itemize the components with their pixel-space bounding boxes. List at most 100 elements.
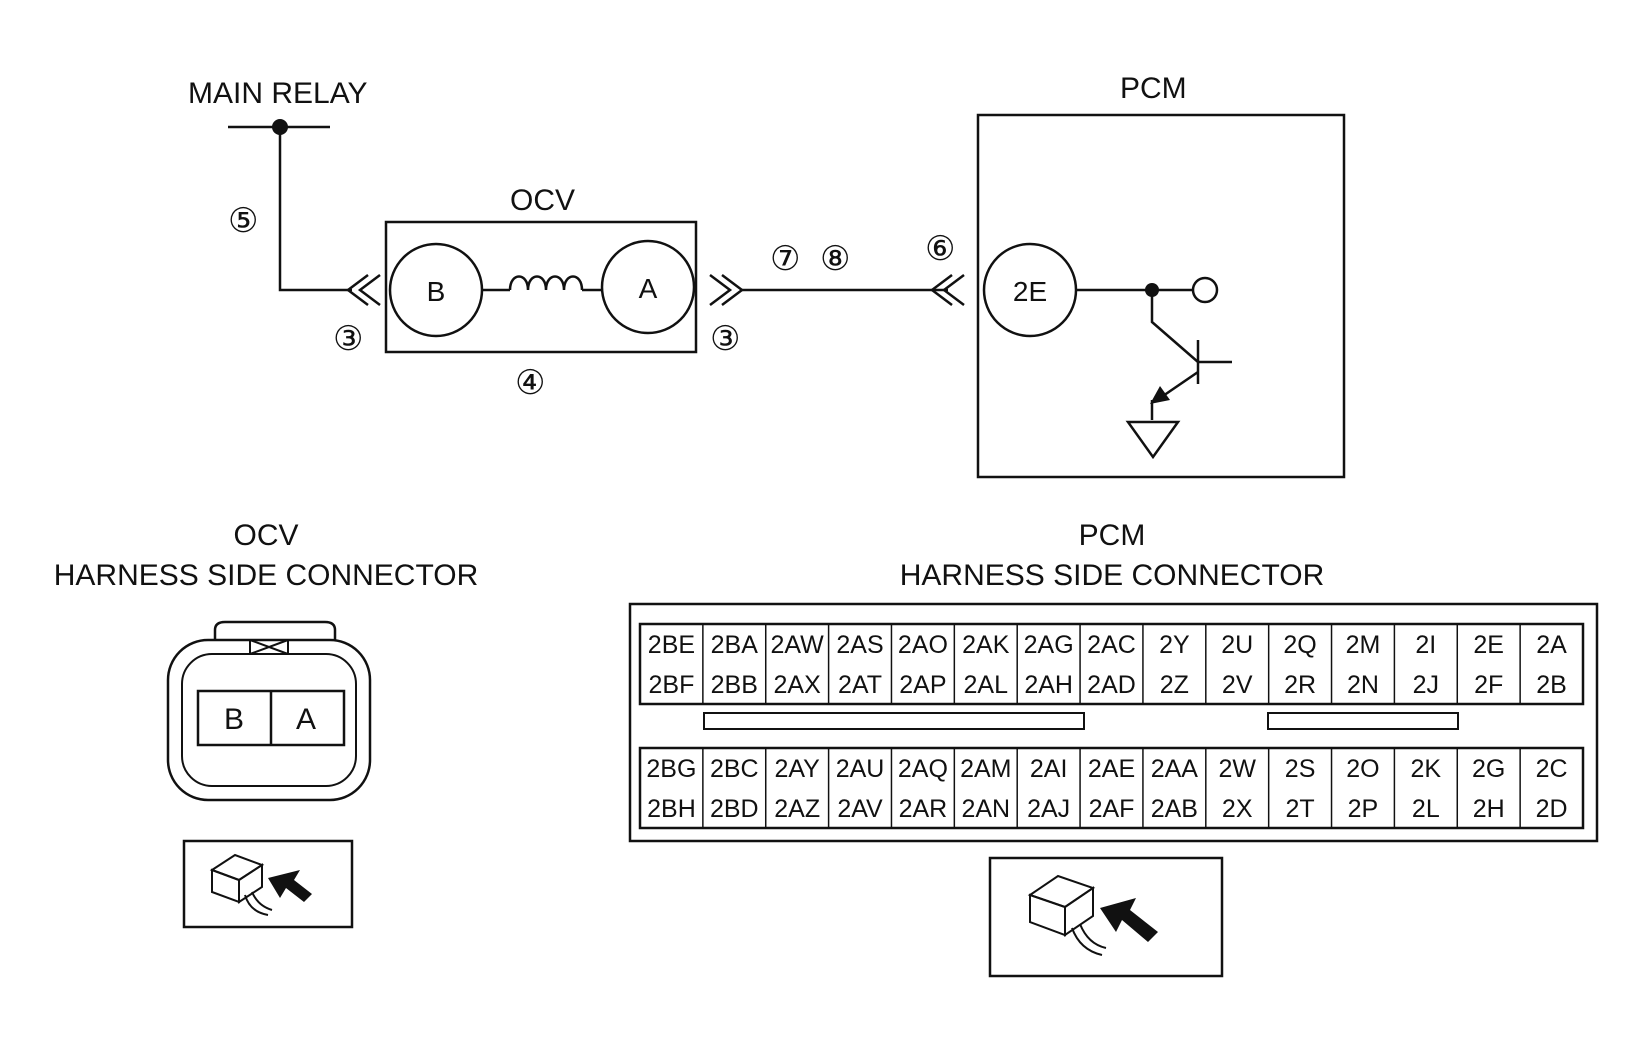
callout-3-left: ③ bbox=[333, 320, 363, 358]
callout-4: ④ bbox=[515, 364, 545, 402]
pcm-pin-2f: 2F bbox=[1474, 671, 1503, 699]
pcm-pin-2b: 2B bbox=[1536, 671, 1567, 699]
pcm-pin-2n: 2N bbox=[1347, 671, 1379, 699]
pcm-pin-2bd: 2BD bbox=[710, 795, 759, 823]
connector-chevron-right bbox=[709, 274, 745, 306]
pcm-pin-2d: 2D bbox=[1536, 795, 1568, 823]
pcm-pin-2q: 2Q bbox=[1283, 631, 1316, 659]
pcm-pin-2z: 2Z bbox=[1160, 671, 1189, 699]
connector-chevron-left bbox=[345, 274, 381, 306]
pcm-pin-2al: 2AL bbox=[964, 671, 1009, 699]
pcm-connector-key-slot-left bbox=[703, 712, 1085, 730]
callout-8: ⑧ bbox=[820, 240, 850, 278]
pcm-pin-2r: 2R bbox=[1284, 671, 1316, 699]
pcm-pin-2h: 2H bbox=[1473, 795, 1505, 823]
pcm-pin-2e: 2E bbox=[1473, 631, 1504, 659]
pcm-connector-key-slot-right bbox=[1267, 712, 1459, 730]
wire-main-relay-to-ocv bbox=[278, 127, 352, 292]
pcm-pin-2ah: 2AH bbox=[1024, 671, 1073, 699]
pcm-pin-2at: 2AT bbox=[838, 671, 882, 699]
pcm-pin-2am: 2AM bbox=[960, 755, 1011, 783]
callout-6: ⑥ bbox=[925, 230, 955, 268]
pcm-pin-2u: 2U bbox=[1221, 631, 1253, 659]
harness-view-direction-icon bbox=[988, 856, 1224, 978]
pcm-pin-2av: 2AV bbox=[837, 795, 883, 823]
pcm-label: PCM bbox=[1120, 72, 1187, 105]
callout-5: ⑤ bbox=[228, 202, 258, 240]
pcm-connector-lower-block bbox=[638, 746, 1585, 830]
harness-view-direction-icon bbox=[182, 839, 354, 929]
ocv-connector-title: OCV bbox=[233, 519, 298, 552]
pcm-pin-2ad: 2AD bbox=[1087, 671, 1136, 699]
pcm-pin-2be: 2BE bbox=[648, 631, 695, 659]
pcm-pin-2bh: 2BH bbox=[647, 795, 696, 823]
pcm-terminal bbox=[1191, 276, 1219, 304]
pcm-pin-2bc: 2BC bbox=[710, 755, 759, 783]
pcm-pin-2ar: 2AR bbox=[899, 795, 948, 823]
ocv-connector-face bbox=[166, 620, 372, 802]
pcm-connector-outline bbox=[628, 602, 1599, 843]
pcm-pin-2bg: 2BG bbox=[646, 755, 696, 783]
pcm-pin-2x: 2X bbox=[1222, 795, 1253, 823]
pcm-pin-2aa: 2AA bbox=[1151, 755, 1199, 783]
pcm-pin-2e-label: 2E bbox=[1013, 276, 1047, 307]
pcm-pin-2v: 2V bbox=[1222, 671, 1253, 699]
pcm-pin-2ap: 2AP bbox=[899, 671, 946, 699]
pcm-pin-2bb: 2BB bbox=[711, 671, 758, 699]
pcm-pin-2au: 2AU bbox=[836, 755, 885, 783]
pcm-pin-2g: 2G bbox=[1472, 755, 1505, 783]
pcm-box bbox=[976, 113, 1346, 479]
ocv-pin-a-circle bbox=[600, 239, 696, 335]
pcm-pin-2aw: 2AW bbox=[771, 631, 825, 659]
pcm-pin-2s: 2S bbox=[1285, 755, 1316, 783]
ocv-connector-subtitle: HARNESS SIDE CONNECTOR bbox=[54, 559, 479, 592]
pcm-pin-2aj: 2AJ bbox=[1027, 795, 1070, 823]
transistor-symbol bbox=[1150, 290, 1232, 420]
pcm-pin-2ai: 2AI bbox=[1030, 755, 1068, 783]
pcm-pin-2o: 2O bbox=[1346, 755, 1379, 783]
pcm-pin-2ae: 2AE bbox=[1088, 755, 1135, 783]
pcm-pin-2ac: 2AC bbox=[1087, 631, 1136, 659]
connector-chevron-pcm bbox=[929, 274, 965, 306]
ocv-connector-pin-b: B bbox=[224, 703, 244, 736]
coil-symbol bbox=[482, 275, 602, 292]
ocv-pin-a-label: A bbox=[639, 273, 658, 304]
pcm-pin-2t: 2T bbox=[1286, 795, 1315, 823]
pcm-connector-upper-block bbox=[638, 622, 1585, 706]
pcm-pin-2i: 2I bbox=[1415, 631, 1436, 659]
pcm-pin-2az: 2AZ bbox=[774, 795, 820, 823]
pcm-pin-2m: 2M bbox=[1346, 631, 1381, 659]
pcm-pin-2y: 2Y bbox=[1159, 631, 1190, 659]
ocv-label: OCV bbox=[510, 184, 575, 217]
main-relay-label: MAIN RELAY bbox=[188, 77, 368, 110]
pcm-pin-2ba: 2BA bbox=[711, 631, 759, 659]
ground-symbol bbox=[1125, 420, 1181, 460]
pcm-pin-2bf: 2BF bbox=[649, 671, 695, 699]
callout-7: ⑦ bbox=[770, 240, 800, 278]
pcm-pin-2ao: 2AO bbox=[898, 631, 948, 659]
pcm-pin-2j: 2J bbox=[1413, 671, 1439, 699]
pcm-pin-2w: 2W bbox=[1218, 755, 1256, 783]
pcm-connector-title: PCM bbox=[1079, 519, 1146, 552]
pcm-pin-2ab: 2AB bbox=[1151, 795, 1198, 823]
pcm-pin-2k: 2K bbox=[1411, 755, 1442, 783]
pcm-pin-grid: 2BE 2BA 2AW 2AS 2AO 2AK 2AG 2AC 2Y 2U 2Q 2M 2I 2E 2A 2B… bbox=[646, 624, 1568, 828]
pcm-pin-2ag: 2AG bbox=[1024, 631, 1074, 659]
pcm-pin-2an: 2AN bbox=[961, 795, 1010, 823]
pcm-connector-subtitle: HARNESS SIDE CONNECTOR bbox=[900, 559, 1325, 592]
pcm-pin-2ay: 2AY bbox=[774, 755, 820, 783]
pcm-pin-2l: 2L bbox=[1412, 795, 1440, 823]
callout-3-right: ③ bbox=[710, 320, 740, 358]
pcm-pin-2af: 2AF bbox=[1089, 795, 1135, 823]
pcm-pin-2p: 2P bbox=[1348, 795, 1379, 823]
pcm-pin-2c: 2C bbox=[1536, 755, 1568, 783]
pcm-pin-2ak: 2AK bbox=[962, 631, 1010, 659]
ocv-pin-b-label: B bbox=[427, 276, 446, 307]
ocv-connector-pin-a: A bbox=[296, 703, 316, 736]
pcm-pin-2a: 2A bbox=[1536, 631, 1567, 659]
pcm-pin-2ax: 2AX bbox=[774, 671, 822, 699]
pcm-pin-2as: 2AS bbox=[836, 631, 883, 659]
pcm-pin-2aq: 2AQ bbox=[898, 755, 948, 783]
ocv-box bbox=[384, 220, 698, 354]
